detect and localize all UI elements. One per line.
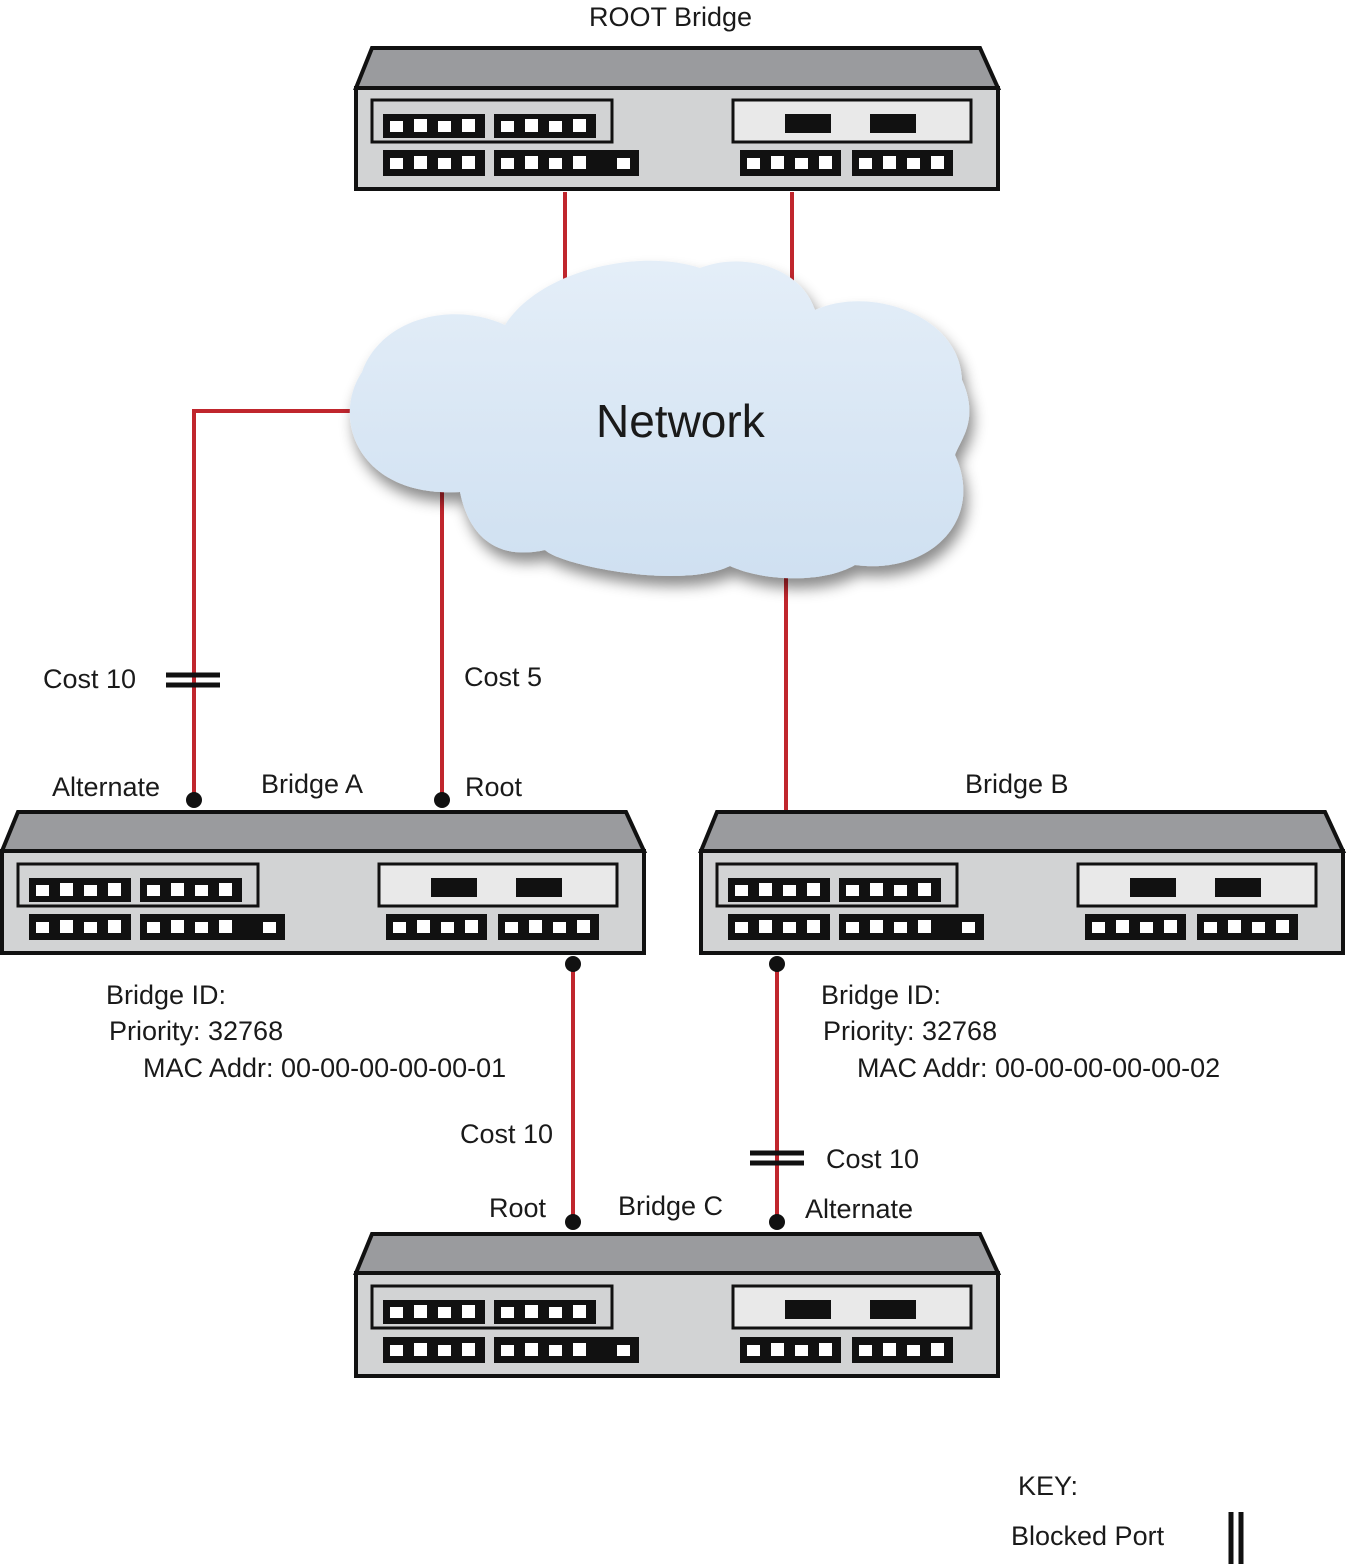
- module-slot: [870, 1300, 916, 1319]
- bridge-b-to-c-cost-label: Cost 10: [826, 1144, 919, 1174]
- module-slot: [431, 878, 477, 897]
- bridge-a-alternate-port-label: Alternate: [52, 772, 160, 802]
- port-panel-frame: [370, 1284, 614, 1330]
- network-label: Network: [596, 395, 766, 447]
- bridge-a-alternate-link: [192, 409, 360, 800]
- port-markers: [186, 792, 785, 1230]
- bridge-c-device: [353, 1232, 1002, 1378]
- bridge-a-alternate-port-dot: [186, 792, 202, 808]
- bridge-a-device: [0, 810, 648, 955]
- bridge-b-mac: MAC Addr: 00-00-00-00-00-02: [857, 1053, 1220, 1083]
- bridge-c-label: Bridge C: [618, 1191, 723, 1221]
- port-sockets: [36, 883, 590, 933]
- module-slot: [870, 114, 916, 133]
- blocked-port-marker-a: [166, 672, 220, 688]
- module-slot: [785, 114, 831, 133]
- bridge-c-alternate-port-dot: [769, 1214, 785, 1230]
- legend-title: KEY:: [1018, 1471, 1078, 1501]
- legend: KEY: Blocked Port: [1011, 1471, 1244, 1564]
- port-sockets: [390, 119, 944, 169]
- module-panel: [1076, 862, 1318, 908]
- module-panel: [731, 1284, 973, 1330]
- module-panel: [731, 98, 973, 144]
- module-slot: [1215, 878, 1261, 897]
- port-group: [839, 914, 984, 940]
- bridge-a-priority: Priority: 32768: [109, 1016, 283, 1046]
- bridge-a-root-cost-label: Cost 5: [464, 662, 542, 692]
- port-group: [494, 150, 639, 176]
- bridge-a-root-port-dot: [434, 792, 450, 808]
- device-top: [698, 810, 1347, 853]
- network-cloud: Network: [349, 260, 970, 579]
- port-sockets: [390, 1305, 944, 1356]
- device-top: [353, 46, 1002, 90]
- bridge-a-to-c-cost-label: Cost 10: [460, 1119, 553, 1149]
- bridge-c-alternate-port-label: Alternate: [805, 1194, 913, 1224]
- cloud-shape: [349, 260, 970, 579]
- module-slot: [516, 878, 562, 897]
- bridge-b-label: Bridge B: [965, 769, 1069, 799]
- bridge-a-mac: MAC Addr: 00-00-00-00-00-01: [143, 1053, 506, 1083]
- links: [192, 192, 794, 1222]
- bridge-a-alternate-cost-label: Cost 10: [43, 664, 136, 694]
- port-panel-frame: [16, 862, 260, 908]
- port-panel-frame: [715, 862, 959, 908]
- bridge-a-label: Bridge A: [261, 769, 363, 799]
- root-bridge-label: ROOT Bridge: [589, 2, 752, 32]
- bridge-b-device: [698, 810, 1347, 955]
- port-group: [140, 914, 285, 940]
- root-bridge-device: [353, 46, 1002, 191]
- bridge-b-priority: Priority: 32768: [823, 1016, 997, 1046]
- bridge-c-root-port-label: Root: [489, 1193, 547, 1223]
- port-sockets: [735, 883, 1289, 933]
- blocked-port-marker-c: [750, 1150, 804, 1166]
- module-panel: [377, 862, 619, 908]
- bridge-a-designated-port-dot: [565, 956, 581, 972]
- module-slot: [1130, 878, 1176, 897]
- bridge-b-id-heading: Bridge ID:: [821, 980, 941, 1010]
- legend-blocked-port-label: Blocked Port: [1011, 1521, 1165, 1551]
- device-top: [0, 810, 648, 853]
- bridge-a-id-heading: Bridge ID:: [106, 980, 226, 1010]
- device-top: [353, 1232, 1002, 1275]
- bridge-c-root-port-dot: [565, 1214, 581, 1230]
- port-panel-frame: [370, 98, 614, 144]
- bridge-a-root-port-label: Root: [465, 772, 523, 802]
- module-slot: [785, 1300, 831, 1319]
- port-group: [494, 1337, 639, 1363]
- bridge-b-designated-port-dot: [769, 956, 785, 972]
